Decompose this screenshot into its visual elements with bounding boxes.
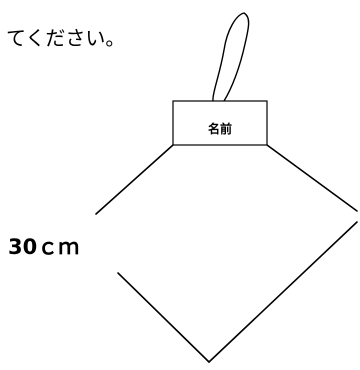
bag-edge-lower-right [208, 221, 358, 363]
name-tag [172, 100, 268, 146]
bag-edge-upper-left [95, 144, 174, 215]
size-label: 30ｃｍ [8, 235, 79, 259]
name-tag-text: 名前 [208, 121, 232, 136]
bag-edge-upper-right [266, 144, 358, 212]
bag-edge-lower-left [117, 272, 210, 363]
hanging-strap [212, 12, 250, 105]
instruction-text: てください。 [6, 26, 125, 50]
